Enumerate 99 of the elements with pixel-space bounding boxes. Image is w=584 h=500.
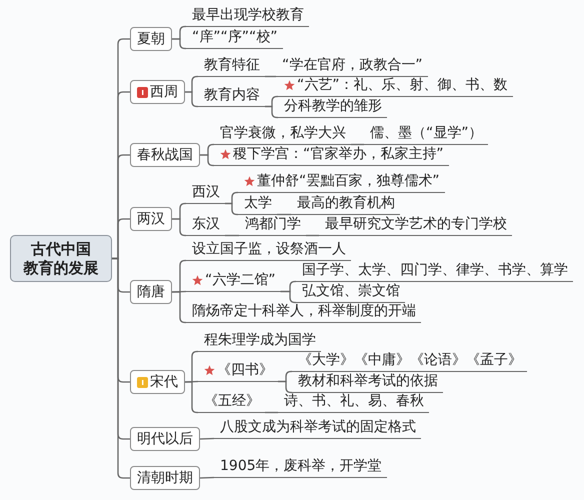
branch-line (185, 381, 198, 414)
subtopic-text: 《四书》 (217, 362, 273, 379)
topic-label: 宋代 (150, 373, 178, 391)
underlined-subtopic (198, 393, 265, 413)
topic-label: 春秋战国 (137, 146, 193, 164)
central-topic-title: 古代中国教育的发展 (24, 240, 98, 278)
topic-box (130, 27, 172, 51)
underlined-subtopic (296, 262, 573, 282)
subtopic-text: 西汉 (192, 184, 220, 201)
underlined-subtopic (291, 195, 400, 215)
subtopic-text: “学在官府，政教合一” (282, 57, 423, 74)
subtopic-text: 八股文成为科举考试的固定格式 (220, 419, 416, 436)
underlined-subtopic (214, 458, 387, 478)
underlined-subtopic (239, 216, 306, 236)
subtopic-text: 隋炀帝定十科举人，科举制度的开端 (192, 303, 416, 320)
subtopic-text: 1905年，废科举，开学堂 (220, 458, 382, 475)
branch-line (172, 218, 186, 236)
underlined-subtopic (186, 216, 225, 236)
topic-box (130, 370, 185, 394)
underlined-subtopic (198, 332, 321, 352)
topic-box (130, 143, 200, 167)
subtopic-text: 最早研究文学艺术的专门学校 (325, 216, 507, 233)
subtopic-text: 诗、书、礼、易、春秋 (284, 393, 424, 410)
subtopic-text: 董仲舒“罢黜百家，独尊儒术” (257, 173, 440, 190)
subtopic-text: 程朱理学成为国学 (204, 332, 316, 349)
subtopic-text: 东汉 (192, 216, 220, 233)
branch-line (306, 234, 319, 236)
subtopic-text: 太学 (244, 195, 272, 212)
branch-line (200, 438, 214, 440)
underlined-subtopic (278, 393, 429, 413)
underlined-subtopic (364, 125, 488, 145)
branch-line (112, 258, 130, 479)
underlined-subtopic (198, 362, 278, 382)
underlined-subtopic (186, 29, 283, 49)
underlined-subtopic (319, 216, 512, 236)
branch-line (185, 91, 198, 108)
underlined-subtopic (278, 98, 387, 118)
underlined-subtopic (186, 184, 225, 204)
underlined-subtopic (214, 419, 421, 439)
underlined-subtopic (214, 125, 351, 145)
topic-label: 清朝时期 (137, 469, 193, 487)
subtopic-text: 弘文馆、崇文馆 (302, 283, 400, 300)
subtopic-text: 教育内容 (204, 87, 260, 104)
branch-line (225, 234, 239, 236)
underlined-subtopic (214, 146, 449, 166)
branch-line (172, 38, 186, 50)
subtopic-text: 鸿都门学 (245, 216, 301, 233)
branch-line (184, 380, 198, 383)
underlined-subtopic (276, 57, 428, 77)
topic-box (130, 80, 185, 104)
underlined-subtopic (186, 241, 351, 261)
branch-line (200, 476, 214, 479)
underlined-subtopic (198, 87, 265, 107)
branch-line (265, 106, 278, 118)
topic-box (130, 280, 172, 304)
topic-label: 西周 (150, 83, 178, 101)
topic-box (130, 466, 200, 490)
central-topic-box (10, 235, 112, 282)
subtopic-text: 《五经》 (204, 393, 260, 410)
subtopic-text: 稷下学宫：“官家举办，私家主持” (233, 146, 444, 163)
underlined-subtopic (238, 195, 277, 215)
branch-line (172, 291, 186, 324)
branch-line (277, 214, 291, 216)
subtopic-text: 《大学》《中庸》《论语》《孟子》 (298, 352, 522, 369)
subtopic-text: 教育特征 (204, 57, 260, 74)
underlined-subtopic (198, 57, 265, 77)
branch-line (265, 412, 278, 414)
subtopic-text: 最早出现学校教育 (192, 7, 304, 24)
topic-label: 夏朝 (137, 30, 165, 48)
topic-label: 明代以后 (137, 430, 193, 448)
underlined-subtopic (292, 373, 443, 393)
underlined-subtopic (292, 352, 527, 372)
underlined-subtopic (238, 173, 445, 193)
underlined-subtopic (186, 7, 309, 27)
subtopic-text: 最高的教育机构 (297, 195, 395, 212)
subtopic-text: 官学衰微，私学大兴 (220, 125, 346, 142)
subtopic-text: 分科教学的雏形 (284, 98, 382, 115)
topic-box (130, 207, 172, 231)
topic-box (130, 427, 200, 451)
topic-label: 两汉 (137, 210, 165, 228)
branch-line (351, 144, 364, 146)
branch-line (200, 154, 214, 166)
branch-line (278, 380, 292, 394)
subtopic-text: “六学二馆” (205, 272, 276, 289)
underlined-subtopic (186, 303, 421, 323)
underlined-subtopic (186, 272, 281, 292)
underlined-subtopic (278, 77, 513, 97)
branch-line (280, 290, 296, 304)
underlined-subtopic (296, 283, 405, 303)
branch-line (172, 290, 186, 293)
subtopic-text: 设立国子监，设祭酒一人 (192, 241, 346, 258)
subtopic-text: “六艺”：礼、乐、射、御、书、数 (297, 77, 508, 94)
topic-label: 隋唐 (137, 283, 165, 301)
branch-line (265, 76, 276, 78)
subtopic-text: 儒、墨（“显学”） (370, 125, 483, 142)
subtopic-text: “庠”“序”“校” (192, 29, 278, 46)
branch-line (225, 202, 238, 216)
subtopic-text: 国子学、太学、四门学、律学、书学、算学 (302, 262, 568, 279)
subtopic-text: 教材和科举考试的依据 (298, 373, 438, 390)
